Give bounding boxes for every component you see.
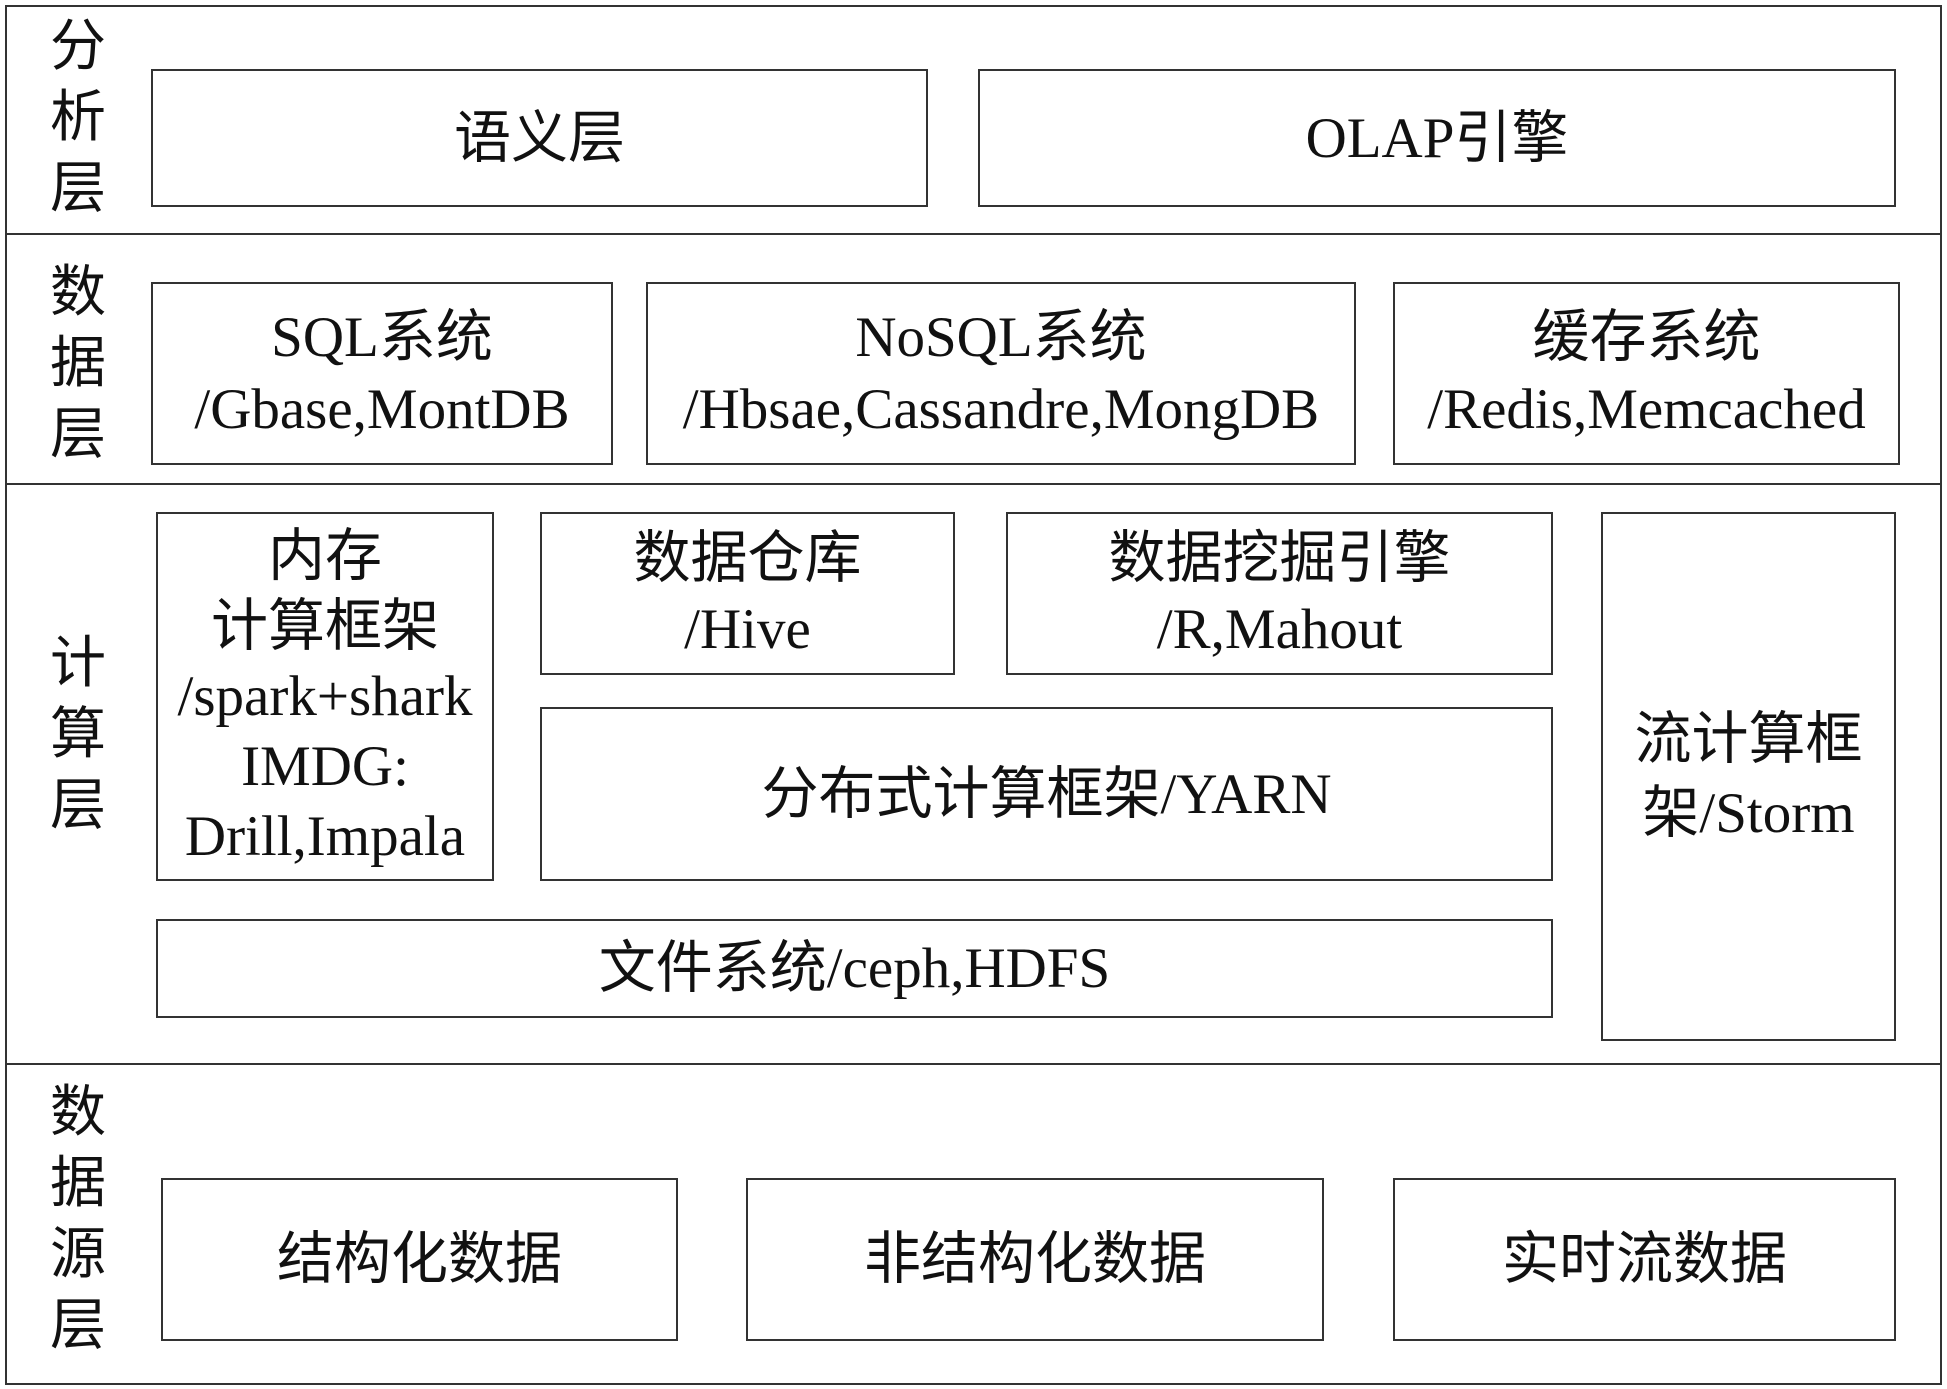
realtime-stream-data-box: 实时流数据 bbox=[1393, 1178, 1896, 1341]
olap-engine-box: OLAP引擎 bbox=[978, 69, 1896, 207]
unstructured-data-text: 非结构化数据 bbox=[864, 1228, 1206, 1291]
compute-layer-label: 计算层 bbox=[50, 633, 106, 837]
in-memory-line: IMDG: bbox=[241, 734, 409, 798]
in-memory-line: Drill,Impala bbox=[184, 804, 466, 868]
distributed-compute-text: 分布式计算框架/YARN bbox=[761, 762, 1332, 826]
source-layer-label: 数据源层 bbox=[50, 1082, 106, 1357]
distributed-compute-box: 分布式计算框架/YARN bbox=[540, 707, 1553, 881]
cache-system-products: /Redis,Memcached bbox=[1427, 377, 1866, 441]
in-memory-line: 内存 bbox=[268, 524, 382, 588]
sql-system-box: SQL系统 /Gbase,MontDB bbox=[151, 282, 613, 465]
realtime-stream-data-text: 实时流数据 bbox=[1502, 1228, 1787, 1291]
sql-system-title: SQL系统 bbox=[271, 305, 493, 369]
data-warehouse-box: 数据仓库 /Hive bbox=[540, 512, 955, 675]
data-mining-engine-box: 数据挖掘引擎 /R,Mahout bbox=[1006, 512, 1553, 675]
semantic-layer-text: 语义层 bbox=[454, 106, 625, 170]
cache-system-title: 缓存系统 bbox=[1532, 305, 1761, 369]
layer-divider bbox=[5, 1063, 1942, 1065]
cache-system-box: 缓存系统 /Redis,Memcached bbox=[1393, 282, 1900, 465]
nosql-system-box: NoSQL系统 /Hbsae,Cassandre,MongDB bbox=[646, 282, 1356, 465]
diagram-frame bbox=[5, 5, 1942, 1385]
file-system-box: 文件系统/ceph,HDFS bbox=[156, 919, 1553, 1018]
analysis-layer-label: 分析层 bbox=[50, 16, 106, 220]
data-layer-label: 数据层 bbox=[50, 262, 106, 466]
stream-compute-line: 流计算框 bbox=[1634, 707, 1863, 771]
file-system-text: 文件系统/ceph,HDFS bbox=[598, 937, 1111, 1000]
structured-data-text: 结构化数据 bbox=[277, 1228, 562, 1291]
olap-engine-text: OLAP引擎 bbox=[1305, 106, 1569, 170]
unstructured-data-box: 非结构化数据 bbox=[746, 1178, 1324, 1341]
data-warehouse-products: /Hive bbox=[684, 597, 811, 661]
stream-compute-line: 架/Storm bbox=[1642, 781, 1855, 845]
layer-divider bbox=[5, 483, 1942, 485]
data-mining-products: /R,Mahout bbox=[1156, 597, 1403, 661]
sql-system-products: /Gbase,MontDB bbox=[194, 377, 570, 441]
in-memory-line: /spark+shark bbox=[177, 664, 473, 728]
layer-divider bbox=[5, 233, 1942, 235]
nosql-system-products: /Hbsae,Cassandre,MongDB bbox=[682, 377, 1320, 441]
semantic-layer-box: 语义层 bbox=[151, 69, 928, 207]
data-mining-title: 数据挖掘引擎 bbox=[1108, 526, 1451, 590]
in-memory-compute-box: 内存 计算框架 /spark+shark IMDG: Drill,Impala bbox=[156, 512, 494, 881]
data-warehouse-title: 数据仓库 bbox=[633, 526, 862, 590]
in-memory-line: 计算框架 bbox=[211, 594, 439, 658]
structured-data-box: 结构化数据 bbox=[161, 1178, 678, 1341]
nosql-system-title: NoSQL系统 bbox=[855, 305, 1147, 369]
stream-compute-box: 流计算框 架/Storm bbox=[1601, 512, 1896, 1041]
